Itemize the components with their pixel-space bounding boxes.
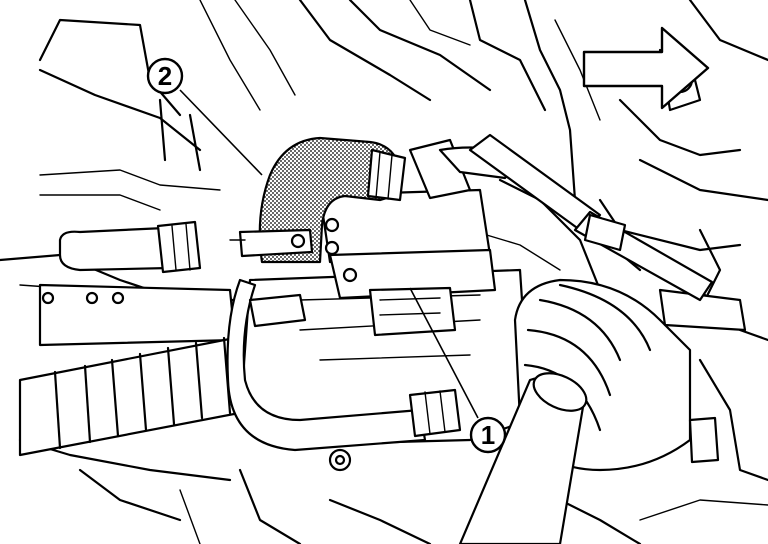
direction-arrow-icon	[582, 26, 710, 110]
callout-2-label: 2	[158, 61, 172, 91]
mount-bracket	[38, 283, 237, 347]
callout-1: 1	[409, 287, 507, 454]
coolant-hose-left	[58, 220, 202, 274]
coolant-hose-lower	[226, 278, 462, 452]
component-2-hose	[229, 136, 407, 264]
callout-2: 2	[146, 57, 263, 176]
drive-shaft-boot-right	[458, 278, 747, 544]
callout-1-label: 1	[481, 420, 495, 450]
component-1-valve	[318, 138, 522, 337]
drive-shaft-boot-left	[18, 333, 257, 457]
